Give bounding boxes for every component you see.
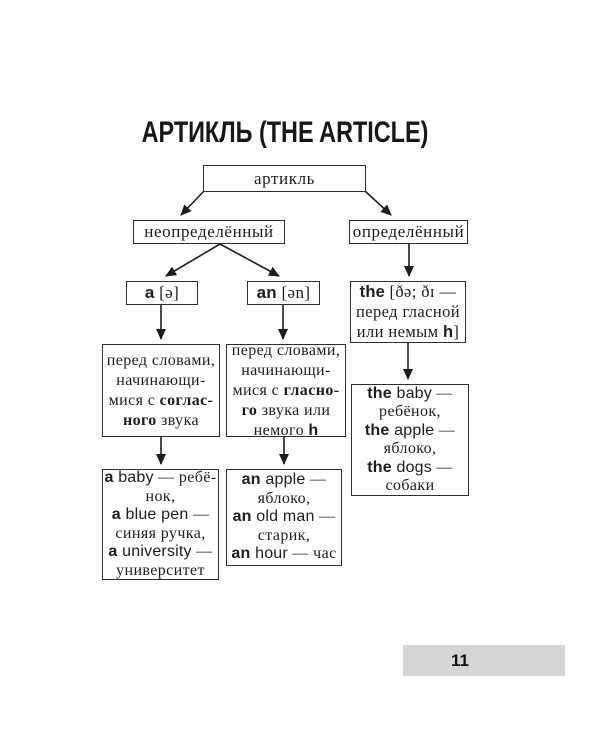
- node-rule-consonant: перед словами, начинающи-мися с соглас-но…: [102, 344, 220, 437]
- text-line: начинающи-: [241, 361, 331, 379]
- text-line: the baby —: [367, 384, 453, 402]
- node-definite-label: определённый: [352, 222, 465, 241]
- text-line: the apple —: [364, 421, 456, 439]
- node-indefinite: неопределённый: [133, 220, 285, 244]
- text-line: an hour — час: [231, 545, 337, 563]
- text-line: an [ən]: [256, 283, 311, 302]
- text-line: a [ə]: [144, 283, 180, 302]
- page-number: 11: [451, 650, 469, 670]
- text-line: яблоко,: [383, 440, 437, 457]
- text-line: a university —: [108, 543, 213, 560]
- text-line: немого h: [253, 421, 319, 439]
- text-line: an old man —: [232, 508, 336, 526]
- text-line: мися с гласно-: [232, 381, 340, 399]
- text-line: университет: [116, 561, 205, 579]
- node-article-label: артикль: [253, 168, 316, 188]
- text-line: или немым h]: [356, 322, 460, 341]
- text-line: мися с соглас-: [108, 391, 214, 409]
- node-definite: определённый: [349, 220, 468, 244]
- text-line: начинающи-: [116, 371, 206, 389]
- node-rule-vowel: перед словами, начинающи-мися с гласно-го…: [226, 341, 346, 439]
- arrow-root-to-definite: [364, 190, 392, 216]
- text-line: the dogs —: [367, 458, 453, 476]
- text-line: an apple —: [241, 471, 327, 489]
- text-line: синяя ручка,: [115, 524, 206, 542]
- text-line: го звука или: [241, 401, 331, 419]
- text-line: ного звука: [122, 411, 200, 429]
- text-line: яблоко,: [257, 489, 311, 507]
- text-line: the [ðə; ðɪ —: [359, 282, 457, 301]
- node-indefinite-label: неопределённый: [144, 222, 274, 241]
- text-line: ребёнок,: [379, 403, 441, 420]
- node-article: артикль: [203, 165, 366, 192]
- text-line: нок,: [145, 487, 176, 505]
- node-examples-a: a baby — ребё-нок,a blue pen —синяя ручк…: [102, 469, 219, 580]
- page-title: АРТИКЛЬ (THE ARTICLE): [141, 116, 429, 149]
- text-line: собаки: [385, 477, 435, 494]
- node-a: a [ə]: [126, 281, 198, 305]
- node-examples-the: the baby —ребёнок,the apple —яблоко,the …: [351, 384, 469, 496]
- arrow-indefinite-to-an: [219, 243, 280, 277]
- text-line: перед гласной: [356, 302, 460, 321]
- text-line: старик,: [257, 526, 311, 544]
- text-line: a blue pen —: [111, 506, 210, 523]
- arrow-indefinite-to-a: [165, 243, 221, 277]
- node-examples-an: an apple —яблоко,an old man —старик,an h…: [226, 469, 342, 566]
- text-line: перед словами,: [231, 341, 341, 359]
- text-line: перед словами,: [106, 351, 216, 369]
- arrow-root-to-indefinite: [180, 190, 205, 216]
- text-line: a baby — ребё-: [104, 469, 217, 486]
- page-number-bar: 11: [403, 645, 565, 676]
- node-an: an [ən]: [247, 281, 320, 305]
